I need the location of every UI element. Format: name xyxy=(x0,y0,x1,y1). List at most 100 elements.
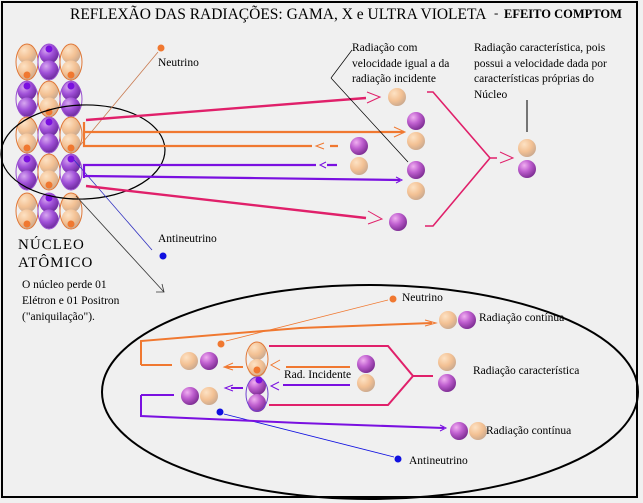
equal-velocity-annotation: Radiação com velocidade igual a da radia… xyxy=(352,42,450,85)
nucleus-label-line1: NÚCLEO xyxy=(18,237,85,253)
neutron-sphere xyxy=(388,88,406,106)
detail-neutrino-line xyxy=(225,299,389,342)
proton-sphere xyxy=(39,60,59,80)
electron-charge-dot xyxy=(23,155,31,163)
neutrino-charge-dot xyxy=(67,220,75,228)
proton-sphere xyxy=(518,160,536,178)
neutron-sphere xyxy=(17,193,37,213)
proton-sphere xyxy=(61,154,81,174)
top-emitted-particles xyxy=(350,88,536,231)
neutron-sphere xyxy=(61,44,81,64)
proton-sphere xyxy=(458,311,476,329)
electron-charge-dot xyxy=(45,118,53,126)
detail-purple-path xyxy=(140,395,445,429)
neutron-sphere xyxy=(407,182,425,200)
neutron-sphere xyxy=(357,374,375,392)
pair-outline xyxy=(245,341,269,377)
proton-sphere xyxy=(200,352,218,370)
detail-purple-arrow-out xyxy=(439,424,448,432)
neutrino-charge-dot xyxy=(45,181,53,189)
detail-proton-pair xyxy=(245,376,269,412)
proton-pair xyxy=(15,80,39,118)
pair-outline xyxy=(59,192,83,230)
proton-sphere xyxy=(61,170,81,190)
detail-antineutrino-creation-dot xyxy=(216,408,224,416)
detail-neutrino-label: Neutrino xyxy=(402,292,443,304)
proton-sphere xyxy=(17,81,37,101)
nucleus-highlight-ellipse xyxy=(0,104,166,200)
purple-path-out xyxy=(83,174,401,182)
detail-electron-bracket xyxy=(269,345,433,406)
detail-incident-label: Rad. Incidente xyxy=(283,369,353,383)
page-subtitle: EFEITO COMPTOM xyxy=(504,7,622,21)
proton-sphere xyxy=(39,117,59,137)
neutron-sphere xyxy=(61,133,81,153)
neutron-sphere xyxy=(407,132,425,150)
characteristic-bracket xyxy=(425,91,497,227)
proton-sphere xyxy=(39,193,59,213)
title-separator: - xyxy=(494,5,499,20)
neutrino-charge-dot xyxy=(23,71,31,79)
proton-sphere xyxy=(39,133,59,153)
neutron-sphere xyxy=(438,353,456,371)
nucleus-label-line2: ATÔMICO xyxy=(18,255,94,271)
purple-path-return xyxy=(82,163,337,178)
neutron-pair xyxy=(59,116,83,154)
orange-arrow-return xyxy=(314,142,325,150)
equal-velocity-pointer-2 xyxy=(330,77,409,163)
proton-sphere xyxy=(17,154,37,174)
antineutrino-dot xyxy=(159,252,167,260)
neutron-sphere xyxy=(350,157,368,175)
detail-antineutrino-label: Antineutrino xyxy=(409,455,468,467)
proton-sphere xyxy=(17,97,37,117)
neutrino-charge-dot xyxy=(67,71,75,79)
proton-sphere xyxy=(61,97,81,117)
purple-arrow-out xyxy=(395,176,404,184)
electron-charge-dot xyxy=(67,155,75,163)
neutrino-charge-dot xyxy=(23,144,31,152)
proton-pair xyxy=(59,153,83,191)
zoom-pointer-line xyxy=(75,195,165,293)
proton-pair xyxy=(37,43,61,81)
detail-neutrino-creation-dot xyxy=(217,340,225,348)
neutron-sphere xyxy=(518,139,536,157)
detail-purple-arrow-in xyxy=(223,384,234,392)
electron-path-top xyxy=(85,96,367,122)
detail-orange-arrow-in xyxy=(222,362,234,371)
neutron-sphere xyxy=(61,60,81,80)
proton-sphere xyxy=(39,209,59,229)
neutron-sphere xyxy=(17,60,37,80)
neutrino-pointer-line xyxy=(77,51,159,149)
detail-antineutrino-dot xyxy=(394,455,402,463)
neutron-sphere xyxy=(439,311,457,329)
neutron-sphere xyxy=(39,170,59,190)
nucleus-label: NÚCLEO ATÔMICO xyxy=(18,236,93,272)
pair-outline xyxy=(59,116,83,154)
page-title: REFLEXÃO DAS RADIAÇÕES: GAMA, X e ULTRA … xyxy=(70,6,487,23)
proton-sphere xyxy=(389,213,407,231)
neutrino-label: Neutrino xyxy=(158,57,199,69)
detail-continuous-top-label: Radiação contínua xyxy=(479,312,565,324)
neutron-sphere xyxy=(39,154,59,174)
proton-pair xyxy=(37,116,61,154)
neutron-sphere xyxy=(61,209,81,229)
neutrino-dot xyxy=(157,44,165,52)
proton-sphere xyxy=(450,422,468,440)
pair-outline xyxy=(59,153,83,191)
proton-sphere xyxy=(61,81,81,101)
neutron-sphere xyxy=(17,44,37,64)
proton-sphere xyxy=(357,355,375,373)
electron-charge-dot xyxy=(45,45,53,53)
detail-orange-arrow-out xyxy=(424,319,438,327)
neutron-sphere xyxy=(61,117,81,137)
electron-charge-dot xyxy=(67,82,75,90)
characteristic-arrow xyxy=(499,151,515,164)
neutron-pair xyxy=(37,80,61,118)
electron-arrow-top xyxy=(366,91,382,104)
detail-orange-path xyxy=(140,322,433,365)
neutron-sphere xyxy=(469,422,487,440)
equal-velocity-pointer xyxy=(330,49,353,79)
detail-orange-incident-arrow xyxy=(269,359,281,371)
